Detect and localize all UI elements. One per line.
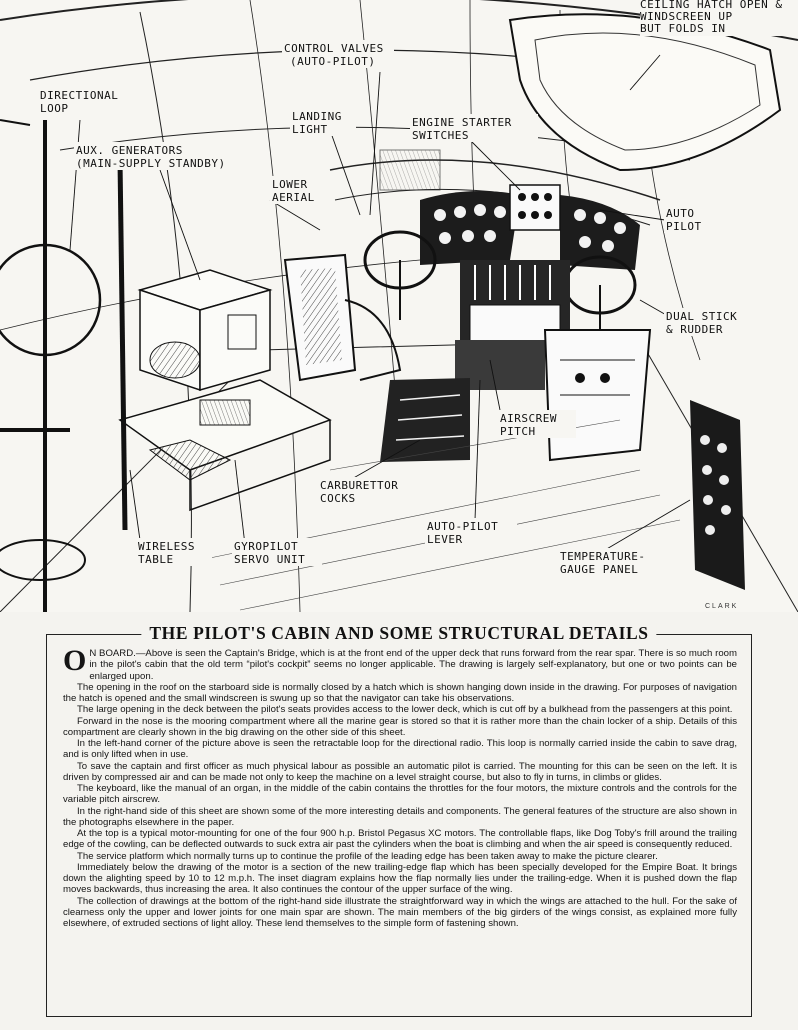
artist-signature: CLARK — [705, 603, 738, 610]
svg-text:ENGINE STARTER: ENGINE STARTER — [412, 116, 512, 129]
svg-text:CEILING HATCH OPEN &: CEILING HATCH OPEN & — [640, 0, 782, 11]
cockpit-illustration: CEILING HATCH OPEN & WINDSCREEN UP BUT F… — [0, 0, 798, 612]
article-paragraph: The service platform which normally turn… — [77, 850, 658, 862]
callout-carburettor-cocks: CARBURETTOR COCKS — [318, 477, 418, 505]
svg-text:LOOP: LOOP — [40, 102, 69, 115]
callout-gyropilot: GYROPILOT SERVO UNIT — [232, 538, 322, 566]
article-paragraph: To save the captain and first officer as… — [63, 760, 737, 783]
article-paragraph: Forward in the nose is the mooring compa… — [63, 715, 737, 738]
svg-text:AERIAL: AERIAL — [272, 191, 315, 204]
left-seat — [283, 253, 402, 382]
callout-dual-stick: DUAL STICK & RUDDER — [664, 308, 760, 336]
svg-text:LANDING: LANDING — [292, 110, 342, 123]
right-seat — [543, 329, 652, 462]
temperature-gauge-panel-drawing — [690, 400, 745, 590]
svg-text:GAUGE PANEL: GAUGE PANEL — [560, 563, 638, 576]
svg-text:CARBURETTOR: CARBURETTOR — [320, 479, 398, 492]
svg-text:DUAL STICK: DUAL STICK — [666, 310, 737, 323]
callout-aux-generators: AUX. GENERATORS (MAIN-SUPPLY STANDBY) — [74, 142, 246, 170]
instrument-panel — [420, 184, 640, 270]
svg-text:(MAIN-SUPPLY STANDBY): (MAIN-SUPPLY STANDBY) — [76, 157, 226, 170]
drop-cap: O — [63, 648, 87, 677]
callout-wireless-table: WIRELESS TABLE — [136, 538, 212, 566]
callout-temperature-gauge: TEMPERATURE- GAUGE PANEL — [558, 548, 662, 576]
svg-text:TABLE: TABLE — [138, 553, 174, 566]
svg-text:TEMPERATURE-: TEMPERATURE- — [560, 550, 645, 563]
svg-text:LIGHT: LIGHT — [292, 123, 328, 136]
article-paragraph: The keyboard, like the manual of an orga… — [63, 783, 737, 806]
article-paragraph: Immediately below the drawing of the mot… — [63, 861, 737, 896]
floor-hatch — [380, 378, 470, 462]
callout-auto-pilot-lever: AUTO-PILOT LEVER — [425, 518, 517, 546]
svg-text:WIRELESS: WIRELESS — [138, 540, 195, 553]
svg-text:PILOT: PILOT — [666, 220, 702, 233]
svg-text:SERVO UNIT: SERVO UNIT — [234, 553, 305, 566]
article-title: THE PILOT'S CABIN AND SOME STRUCTURAL DE… — [141, 623, 657, 644]
svg-text:AIRSCREW: AIRSCREW — [500, 412, 557, 425]
ceiling-hatch — [508, 13, 782, 172]
svg-text:AUTO: AUTO — [666, 207, 695, 220]
svg-text:BUT FOLDS IN: BUT FOLDS IN — [640, 22, 725, 35]
article-paragraph: In the right-hand side of this sheet are… — [63, 805, 737, 828]
callout-ceiling-hatch: CEILING HATCH OPEN & WINDSCREEN UP BUT F… — [640, 0, 798, 36]
svg-text:AUX. GENERATORS: AUX. GENERATORS — [76, 144, 183, 157]
svg-text:SWITCHES: SWITCHES — [412, 129, 469, 142]
callout-directional-loop: DIRECTIONAL LOOP — [38, 87, 138, 115]
svg-text:PITCH: PITCH — [500, 425, 536, 438]
directional-loop — [0, 119, 128, 612]
callout-auto-pilot: AUTO PILOT — [664, 205, 712, 233]
article-paragraph: At the top is a typical motor-mounting f… — [63, 828, 737, 851]
leader-lines — [69, 54, 691, 551]
svg-text:GYROPILOT: GYROPILOT — [234, 540, 298, 553]
callout-control-valves: CONTROL VALVES (AUTO-PILOT) — [282, 40, 394, 68]
callout-landing-light: LANDING LIGHT — [290, 108, 356, 136]
svg-text:WINDSCREEN UP: WINDSCREEN UP — [640, 10, 733, 23]
article-paragraph: The large opening in the deck between th… — [77, 704, 733, 716]
svg-text:(AUTO-PILOT): (AUTO-PILOT) — [290, 55, 375, 68]
svg-text:& RUDDER: & RUDDER — [666, 323, 723, 336]
svg-text:LOWER: LOWER — [272, 178, 308, 191]
article-frame: THE PILOT'S CABIN AND SOME STRUCTURAL DE… — [46, 623, 752, 1017]
aux-generator-box — [137, 269, 273, 392]
callout-engine-starter: ENGINE STARTER SWITCHES — [410, 114, 538, 142]
article-paragraph: In the left-hand corner of the picture a… — [63, 738, 737, 761]
article-paragraph: The collection of drawings at the bottom… — [63, 895, 737, 930]
wireless-table-drawing — [118, 379, 332, 512]
svg-text:LEVER: LEVER — [427, 533, 463, 546]
svg-text:AUTO-PILOT: AUTO-PILOT — [427, 520, 498, 533]
svg-text:CONTROL VALVES: CONTROL VALVES — [284, 42, 384, 55]
article-paragraph: The opening in the roof on the starboard… — [63, 681, 737, 704]
svg-text:DIRECTIONAL: DIRECTIONAL — [40, 89, 118, 102]
callout-airscrew-pitch: AIRSCREW PITCH — [498, 410, 576, 438]
svg-text:COCKS: COCKS — [320, 492, 356, 505]
callout-lower-aerial: LOWER AERIAL — [270, 176, 326, 204]
